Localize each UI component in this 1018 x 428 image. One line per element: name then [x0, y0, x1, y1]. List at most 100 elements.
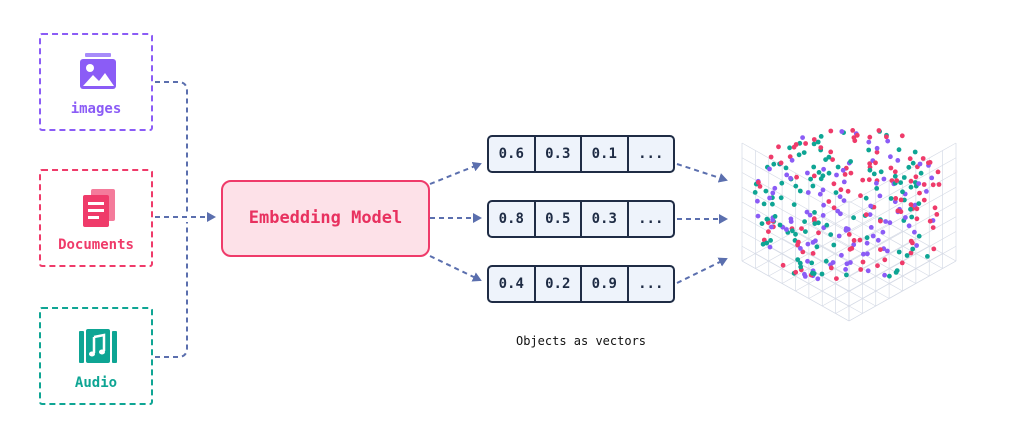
- connector-model-vec1: [429, 161, 482, 185]
- vector-point: [835, 164, 841, 170]
- vector-point: [767, 244, 773, 250]
- vector-point: [791, 144, 797, 150]
- vector-point: [794, 174, 799, 180]
- vector-point: [818, 145, 824, 150]
- vector-point: [851, 238, 857, 243]
- vector-point: [841, 198, 847, 203]
- vector-point: [901, 175, 907, 180]
- image-icon: [80, 53, 116, 89]
- vector-point: [917, 190, 922, 196]
- vector-point: [777, 222, 783, 228]
- vector-point: [795, 257, 801, 262]
- vector-point: [801, 150, 807, 155]
- vector-point: [874, 186, 880, 191]
- vector-point: [893, 196, 899, 201]
- vector-point: [906, 223, 912, 229]
- vector-point: [824, 222, 830, 228]
- embedding-model-label: Embedding Model: [248, 208, 403, 228]
- vector-point: [820, 213, 826, 218]
- vector-point: [878, 169, 884, 175]
- vector-point: [834, 172, 839, 178]
- vector-point: [871, 171, 877, 177]
- vector-point: [885, 248, 890, 254]
- vector-point: [787, 154, 793, 160]
- vector-point: [914, 206, 920, 212]
- source-label-images: images: [70, 101, 122, 117]
- vector-cell: 0.9: [582, 267, 629, 301]
- vector-point: [867, 167, 873, 173]
- vector-point: [771, 161, 777, 167]
- vector-row: 0.6 0.3 0.1 ...: [487, 135, 675, 173]
- vector-point: [916, 201, 922, 206]
- vector-point: [896, 249, 902, 255]
- vector-point: [936, 182, 942, 187]
- vector-point: [793, 183, 799, 189]
- vector-point: [908, 206, 913, 212]
- vector-point: [793, 231, 798, 237]
- vector-point: [863, 212, 869, 218]
- vector-point: [816, 230, 821, 236]
- vector-point: [888, 165, 894, 171]
- vector-point: [778, 195, 784, 201]
- vector-point: [893, 270, 899, 275]
- vector-point: [800, 135, 805, 140]
- vector-point: [925, 254, 930, 259]
- vector-point: [814, 244, 820, 250]
- vector-point: [807, 212, 813, 218]
- vector-cell: 0.6: [489, 137, 536, 171]
- vector-point: [768, 238, 773, 243]
- vector-point: [878, 247, 883, 253]
- vector-point: [870, 233, 876, 239]
- vector-point: [841, 179, 847, 185]
- vector-point: [826, 170, 832, 176]
- vector-point: [843, 226, 849, 231]
- vector-point: [810, 251, 816, 256]
- vector-point: [921, 182, 927, 187]
- vector-point: [867, 212, 873, 218]
- vector-point: [888, 196, 894, 201]
- vector-point: [899, 260, 905, 266]
- vector-point: [908, 202, 914, 207]
- vector-point: [818, 176, 824, 182]
- vector-point: [866, 147, 872, 153]
- vector-point: [898, 197, 904, 203]
- vector-point: [770, 201, 775, 207]
- vector-point: [906, 164, 912, 170]
- vector-point: [823, 258, 829, 264]
- vector-point: [755, 198, 760, 204]
- vector-point: [798, 246, 803, 251]
- vector-point: [811, 137, 817, 142]
- vector-point: [805, 241, 811, 247]
- grid-line: [741, 260, 850, 322]
- vector-point: [826, 154, 832, 160]
- vector-point: [851, 135, 857, 140]
- vector-point: [810, 240, 816, 245]
- vector-point: [838, 211, 843, 217]
- vector-row: 0.4 0.2 0.9 ...: [487, 265, 675, 303]
- vector-point: [797, 140, 803, 146]
- vectors-caption: Objects as vectors: [515, 334, 647, 348]
- vector-point: [828, 265, 834, 271]
- vector-point: [772, 185, 778, 191]
- vector-point: [931, 246, 937, 252]
- vector-point: [861, 251, 866, 257]
- vector-point: [927, 218, 933, 224]
- vector-cell: 0.1: [582, 137, 629, 171]
- document-icon: [83, 189, 115, 227]
- source-label-documents: Documents: [58, 237, 134, 253]
- vector-point: [914, 243, 919, 248]
- vector-point: [784, 172, 790, 178]
- vector-point: [795, 242, 800, 248]
- vector-point: [828, 128, 834, 134]
- vector-point: [934, 212, 940, 217]
- vector-point: [882, 257, 888, 263]
- vector-cell: 0.3: [582, 202, 629, 236]
- vector-point: [912, 149, 918, 155]
- vector-point: [817, 191, 823, 197]
- vector-cell: 0.4: [489, 267, 536, 301]
- vector-point: [895, 208, 901, 214]
- vector-point: [809, 260, 815, 266]
- vector-point: [767, 195, 772, 201]
- vector-point: [840, 167, 846, 173]
- grid-line: [741, 200, 850, 262]
